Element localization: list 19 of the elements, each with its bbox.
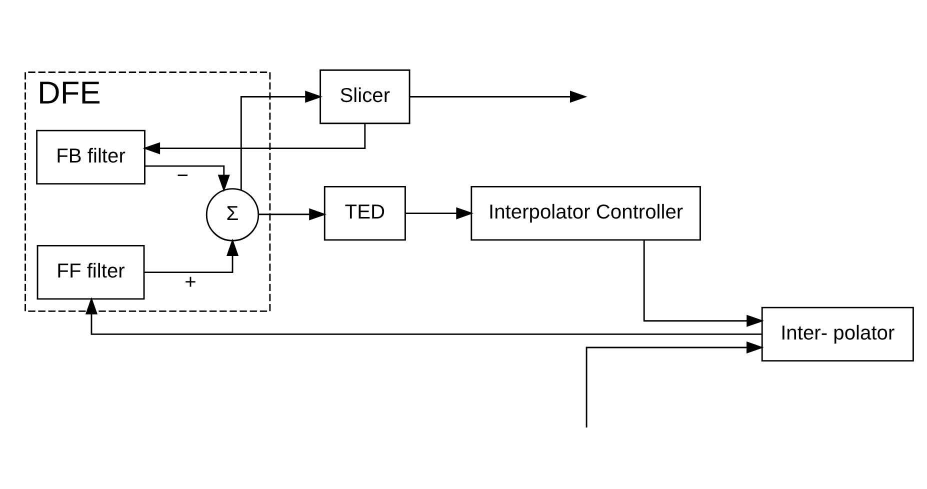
node-box: Inter- polator xyxy=(761,306,914,362)
arrow xyxy=(144,238,239,274)
arrow xyxy=(586,341,764,428)
arrow xyxy=(405,207,474,220)
node-box: FB filter xyxy=(36,130,146,185)
arrow xyxy=(240,90,322,190)
arrow xyxy=(144,165,230,192)
arrow xyxy=(643,240,764,327)
node-circle: Σ xyxy=(206,188,260,242)
arrow xyxy=(258,208,326,220)
edge-label: − xyxy=(176,165,188,188)
node-box: Slicer xyxy=(320,69,410,124)
node-box: TED xyxy=(324,186,406,241)
arrow xyxy=(142,124,366,154)
arrow xyxy=(85,297,762,335)
node-box: Interpolator Controller xyxy=(470,186,701,241)
node-box: FF filter xyxy=(36,244,145,300)
edge-label: + xyxy=(184,271,196,294)
arrow xyxy=(410,90,588,103)
